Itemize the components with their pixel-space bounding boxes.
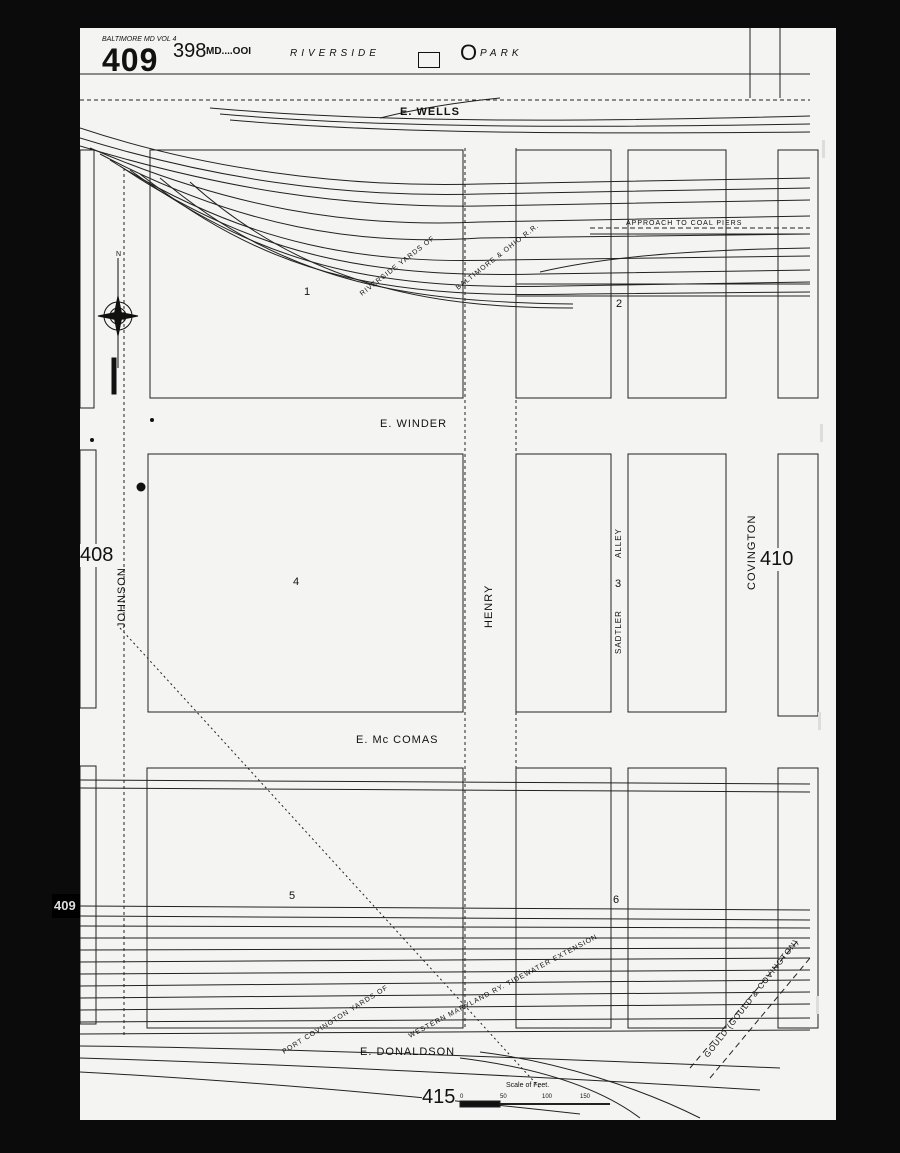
header-city-vol: BALTIMORE MD VOL 4 [102, 36, 177, 43]
street-henry: HENRY [483, 584, 495, 628]
label-gould: GOULD (GOULD & COVINGTON) [702, 937, 800, 1059]
map-marker-dot-small [150, 418, 154, 422]
label-western-maryland: WESTERN MARYLAND RY. TIDEWATER EXTENSION [408, 934, 599, 1040]
scale-tick: 50 [500, 1094, 507, 1100]
adjoining-bottom-sheet: 415 [422, 1086, 456, 1109]
map-linework: 0 50 100 150 RIVERSIDE YARDS OF BALTIMOR… [80, 28, 819, 1119]
label-approach: APPROACH TO COAL PIERS [626, 220, 742, 227]
street-e-mccomas: E. Mc COMAS [356, 734, 439, 746]
map-marker-dot [136, 482, 146, 492]
adjoining-right-sheet: 410 [760, 548, 794, 571]
park-name: RIVERSIDE [290, 48, 380, 59]
street-e-donaldson: E. DONALDSON [360, 1046, 456, 1058]
header-code: MD....OOI [206, 46, 251, 57]
street-e-wells: E. WELLS [400, 106, 460, 118]
adjoining-top-sheet: 398 [173, 40, 207, 62]
street-covington: COVINGTON [746, 514, 758, 590]
park-suffix: PARK [480, 48, 523, 59]
edge-mark [822, 140, 825, 158]
scale-tick: 150 [580, 1094, 591, 1100]
sheet-number: 409 [102, 42, 159, 78]
block-number-6: 6 [613, 894, 620, 906]
adjoining-left-sheet: 408 [80, 544, 114, 567]
label-bo-rr: BALTIMORE & OHIO R.R. [455, 222, 541, 291]
block-number-3: 3 [615, 578, 622, 590]
label-compass-north: N [116, 251, 122, 258]
street-alley: ALLEY [614, 528, 623, 558]
scale-tick: 0 [460, 1094, 464, 1100]
edge-mark [816, 996, 819, 1014]
street-johnson: JOHNSON [116, 567, 128, 628]
park-letter: O [460, 40, 478, 65]
compass-rose [97, 258, 139, 395]
street-sadtler: SADTLER [614, 610, 623, 654]
street-e-winder: E. WINDER [380, 418, 448, 430]
block-number-1: 1 [304, 286, 311, 298]
map-marker-dot-small [90, 438, 94, 442]
block-number-2: 2 [616, 298, 623, 310]
tab-sheet-number: 409 [54, 898, 76, 913]
edge-mark [820, 424, 823, 442]
block-number-5: 5 [289, 890, 296, 902]
edge-mark [818, 712, 821, 730]
scale-tick: 100 [542, 1094, 553, 1100]
scale-title: Scale of Feet. [506, 1082, 550, 1089]
block-number-4: 4 [293, 576, 300, 588]
map-sheet: 0 50 100 150 RIVERSIDE YARDS OF BALTIMOR… [80, 28, 836, 1120]
park-building-icon [418, 52, 440, 68]
